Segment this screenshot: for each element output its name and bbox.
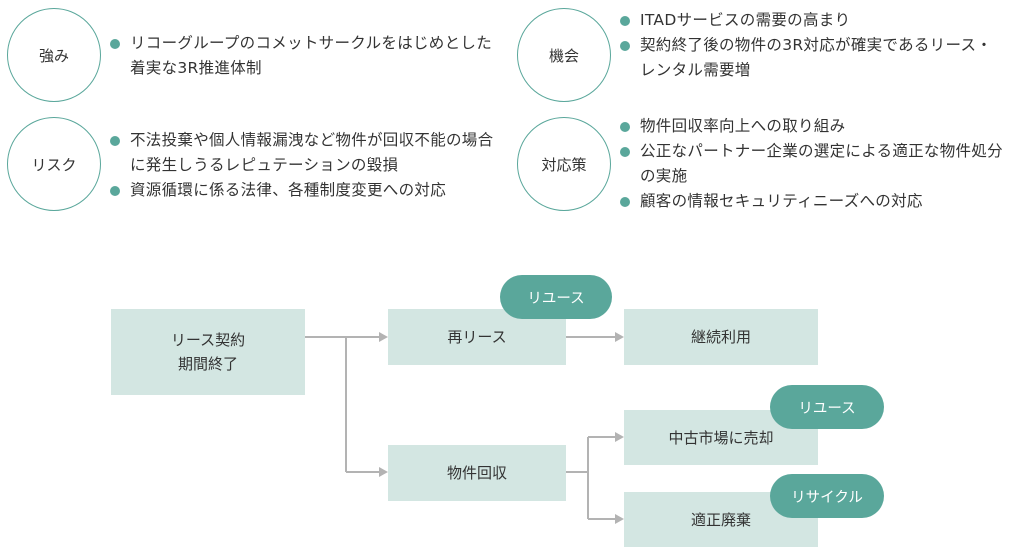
recycle-tag: リサイクル: [770, 474, 884, 518]
risk-item: 資源循環に係る法律、各種制度変更への対応: [110, 178, 500, 203]
arrow-head-icon: [379, 467, 388, 477]
arrow-head-icon: [615, 514, 624, 524]
bullet-icon: [620, 41, 630, 51]
re-lease-label: 再リース: [447, 328, 507, 346]
response-label: 対応策: [541, 155, 587, 174]
risk-item: 不法投棄や個人情報漏洩など物件が回収不能の場合に発生しうるレピュテーションの毀損: [110, 128, 500, 178]
strength-list: リコーグループのコメットサークルをはじめとした着実な3R推進体制: [110, 31, 500, 81]
risk-list: 不法投棄や個人情報漏洩など物件が回収不能の場合に発生しうるレピュテーションの毀損…: [110, 128, 500, 203]
strength-label: 強み: [38, 46, 69, 65]
arrow-head-icon: [615, 332, 624, 342]
resale-box: 中古市場に売却: [624, 410, 818, 465]
disposal-label: 適正廃棄: [690, 510, 751, 529]
continue-use-label: 継続利用: [690, 328, 751, 346]
opportunity-item: ITADサービスの需要の高まり: [620, 8, 1005, 33]
risk-label: リスク: [31, 155, 77, 174]
collection-box: 物件回収: [388, 445, 566, 501]
response-circle: 対応策: [517, 117, 611, 211]
continue-use-box: 継続利用: [624, 309, 818, 365]
risk-circle: リスク: [7, 117, 101, 211]
reuse-tag: リユース: [770, 385, 884, 429]
strength-item: リコーグループのコメットサークルをはじめとした着実な3R推進体制: [110, 31, 500, 81]
lease-end-box: リース契約 期間終了: [111, 309, 305, 395]
collection-label: 物件回収: [446, 464, 507, 482]
bullet-icon: [110, 136, 120, 146]
strength-circle: 強み: [7, 8, 101, 102]
response-list: 物件回収率向上への取り組み 公正なパートナー企業の選定による適正な物件処分の実施…: [620, 114, 1005, 214]
opportunity-list: ITADサービスの需要の高まり 契約終了後の物件の3R対応が確実であるリース・レ…: [620, 8, 1005, 83]
bullet-icon: [620, 16, 630, 26]
response-item: 公正なパートナー企業の選定による適正な物件処分の実施: [620, 139, 1005, 189]
response-item: 顧客の情報セキュリティニーズへの対応: [620, 189, 1005, 214]
resale-label: 中古市場に売却: [668, 428, 774, 447]
arrow-head-icon: [615, 432, 624, 442]
reuse-tag: リユース: [500, 275, 612, 319]
lease-end-label: リース契約 期間終了: [170, 331, 246, 373]
bullet-icon: [620, 197, 630, 207]
bullet-icon: [110, 39, 120, 49]
opportunity-circle: 機会: [517, 8, 611, 102]
response-item: 物件回収率向上への取り組み: [620, 114, 1005, 139]
bullet-icon: [620, 147, 630, 157]
bullet-icon: [110, 186, 120, 196]
bullet-icon: [620, 122, 630, 132]
opportunity-label: 機会: [548, 46, 579, 65]
opportunity-item: 契約終了後の物件の3R対応が確実であるリース・レンタル需要増: [620, 33, 1005, 83]
arrow-head-icon: [379, 332, 388, 342]
